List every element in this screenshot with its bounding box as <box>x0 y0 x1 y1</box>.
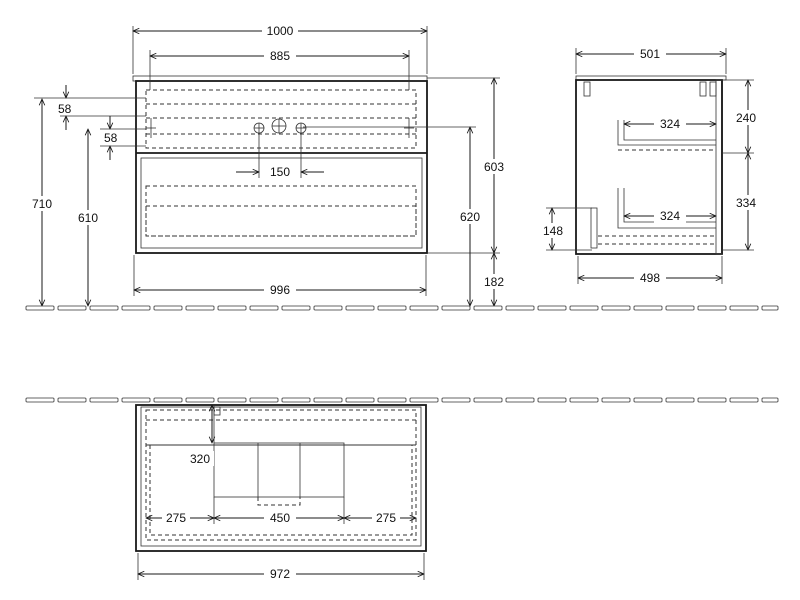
dim-plan-cutout-depth: 320 <box>190 452 210 466</box>
dim-drawer2-height: 334 <box>736 196 756 210</box>
dim-plan-cutout-width: 450 <box>270 511 290 525</box>
dim-plan-right-margin: 275 <box>376 511 396 525</box>
dim-tap-spacing: 150 <box>270 165 290 179</box>
dim-drawer1-depth: 324 <box>660 117 680 131</box>
dim-total-height: 710 <box>32 197 52 211</box>
wall-line <box>25 397 779 403</box>
dim-front-offset-a: 58 <box>58 102 72 116</box>
dim-siphon-height: 148 <box>543 224 563 238</box>
dim-body-height: 603 <box>484 160 504 174</box>
dim-hang-height: 620 <box>460 210 480 224</box>
side-view: 501 324 324 240 334 148 498 <box>541 46 762 285</box>
dim-drawer2-depth: 324 <box>660 209 680 223</box>
dim-plan-total-width: 972 <box>270 567 290 581</box>
dim-front-width-top: 1000 <box>267 24 294 38</box>
dim-side-depth-top: 501 <box>640 47 660 61</box>
plan-view: 320 275 450 275 972 <box>135 404 427 581</box>
dim-front-width-bottom: 996 <box>270 283 290 297</box>
dim-front-offset-b: 58 <box>104 131 118 145</box>
dim-side-depth-bottom: 498 <box>640 271 660 285</box>
dim-front-inner-width: 885 <box>270 49 290 63</box>
dim-mount-height: 610 <box>78 211 98 225</box>
front-view: 1000 885 58 58 710 610 150 <box>30 23 506 306</box>
dim-plan-left-margin: 275 <box>166 511 186 525</box>
dim-floor-gap: 182 <box>484 275 504 289</box>
dim-drawer1-height: 240 <box>736 111 756 125</box>
floor-line <box>25 305 779 311</box>
tap-hole-icon <box>253 118 307 134</box>
screw-icon <box>146 118 414 138</box>
